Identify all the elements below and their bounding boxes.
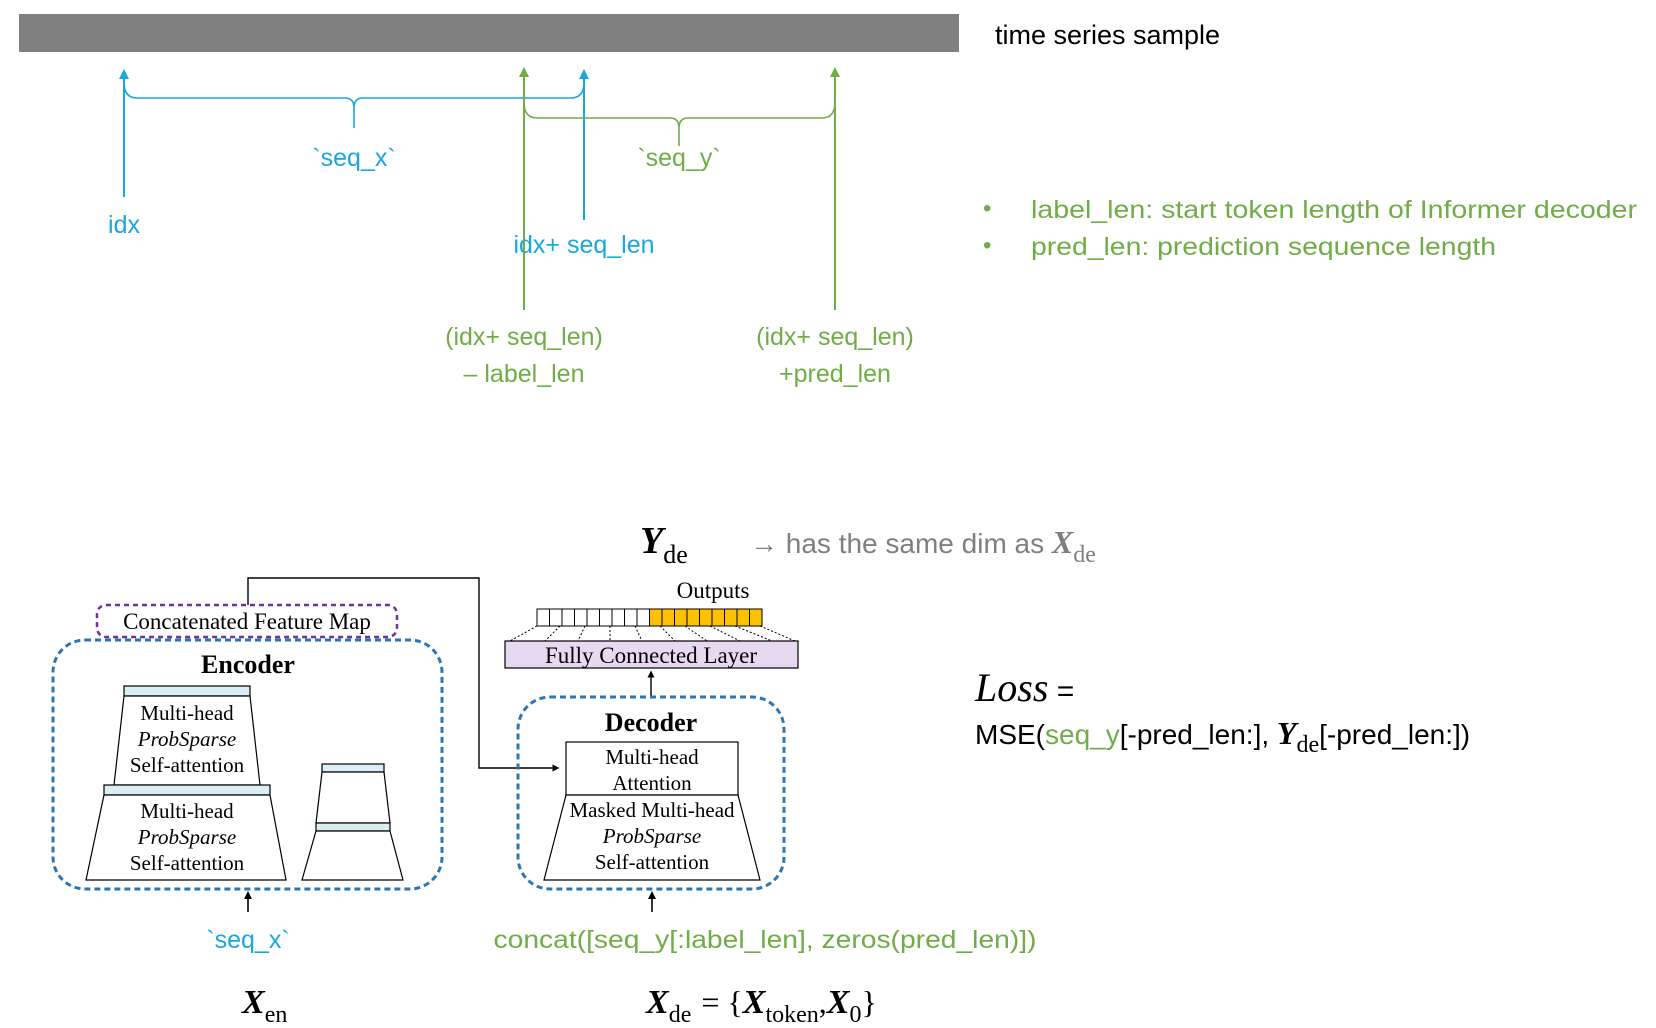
output-cell-prediction bbox=[674, 608, 688, 627]
fc-layer-label: Fully Connected Layer bbox=[545, 643, 757, 668]
output-cell-prediction bbox=[724, 608, 738, 627]
output-cell-prediction bbox=[649, 608, 663, 627]
note-bullet-1: • bbox=[983, 195, 991, 222]
decoder-attention-line1: Multi-head bbox=[605, 745, 699, 769]
encoder-small-block-top bbox=[315, 771, 391, 824]
decoder-masked-line3: Self-attention bbox=[595, 850, 710, 874]
output-cell bbox=[599, 608, 613, 627]
encoder-input-label: `seq_x` bbox=[206, 926, 289, 954]
seq-y-label: `seq_y` bbox=[637, 144, 720, 172]
encoder-box bbox=[51, 638, 444, 891]
encoder-block2-line2: ProbSparse bbox=[137, 825, 236, 849]
outputs-label: Outputs bbox=[677, 578, 750, 603]
output-cell bbox=[549, 608, 563, 627]
output-cell-prediction bbox=[749, 608, 763, 627]
decoder-attention-line2: Attention bbox=[612, 771, 692, 795]
output-cell-prediction bbox=[699, 608, 713, 627]
encoder-small-cap-bottom bbox=[315, 822, 391, 832]
output-cells bbox=[536, 608, 763, 627]
encoder-title: Encoder bbox=[201, 650, 295, 679]
decoder-masked-line2: ProbSparse bbox=[602, 824, 701, 848]
y-de-note: → has the same dim as Xde bbox=[730, 524, 1108, 568]
output-cell bbox=[536, 608, 550, 627]
note-label-len: label_len: start token length of Informe… bbox=[1031, 196, 1637, 224]
label-start-line2: – label_len bbox=[464, 360, 585, 388]
encoder-block1-line1: Multi-head bbox=[140, 701, 234, 725]
output-cell-prediction bbox=[661, 608, 675, 627]
x-de-equation: Xde= {Xtoken,X0} bbox=[626, 984, 889, 1028]
note-bullet-2: • bbox=[983, 232, 991, 259]
output-cell bbox=[561, 608, 575, 627]
idx-label: idx bbox=[108, 211, 140, 239]
encoder-small-cap-top bbox=[321, 763, 385, 773]
encoder-small-block-bottom bbox=[301, 830, 404, 881]
idx-seq-len-label: idx+ seq_len bbox=[513, 231, 654, 259]
decoder-masked-block bbox=[543, 794, 761, 881]
decoder-attention-block bbox=[565, 741, 739, 796]
pred-end-line1: (idx+ seq_len) bbox=[756, 323, 914, 351]
label-start-line1: (idx+ seq_len) bbox=[445, 323, 603, 351]
output-cell bbox=[636, 608, 650, 627]
seq-x-brace bbox=[123, 81, 585, 128]
encoder-block2-line1: Multi-head bbox=[140, 799, 234, 823]
encoder-block1-cap bbox=[123, 685, 251, 697]
pred-end-line2: +pred_len bbox=[779, 360, 891, 388]
encoder-block2 bbox=[85, 794, 287, 881]
encoder-block1-line2: ProbSparse bbox=[137, 727, 236, 751]
decoder-title: Decoder bbox=[605, 708, 697, 737]
time-series-bar bbox=[19, 14, 959, 52]
y-de-label: Yde bbox=[620, 520, 700, 569]
fc-connectors bbox=[509, 625, 796, 642]
decoder-masked-line1: Masked Multi-head bbox=[569, 798, 735, 822]
seq-x-label: `seq_x` bbox=[312, 144, 395, 172]
encoder-block2-line3: Self-attention bbox=[130, 851, 245, 875]
loss-title: Loss = bbox=[955, 665, 1086, 710]
concat-feature-map-label: Concatenated Feature Map bbox=[123, 609, 371, 634]
time-series-label: time series sample bbox=[995, 20, 1220, 50]
decoder-box bbox=[516, 695, 786, 891]
output-cell bbox=[586, 608, 600, 627]
note-pred-len: pred_len: prediction sequence length bbox=[1031, 233, 1496, 261]
fc-layer bbox=[504, 640, 799, 669]
output-cell bbox=[611, 608, 625, 627]
loss-formula: MSE(seq_y[-pred_len:], Yde[-pred_len:]) bbox=[955, 715, 1482, 758]
encoder-to-decoder-line bbox=[247, 577, 560, 772]
output-cell-prediction bbox=[711, 608, 725, 627]
encoder-block2-cap bbox=[103, 784, 271, 796]
output-cell bbox=[574, 608, 588, 627]
x-en-label: Xen bbox=[222, 984, 299, 1028]
encoder-block1-line3: Self-attention bbox=[130, 753, 245, 777]
output-cell-prediction bbox=[736, 608, 750, 627]
output-cell-prediction bbox=[686, 608, 700, 627]
output-cell bbox=[624, 608, 638, 627]
seq-y-brace bbox=[523, 101, 836, 146]
decoder-input-label: concat([seq_y[:label_len], zeros(pred_le… bbox=[494, 926, 1037, 954]
